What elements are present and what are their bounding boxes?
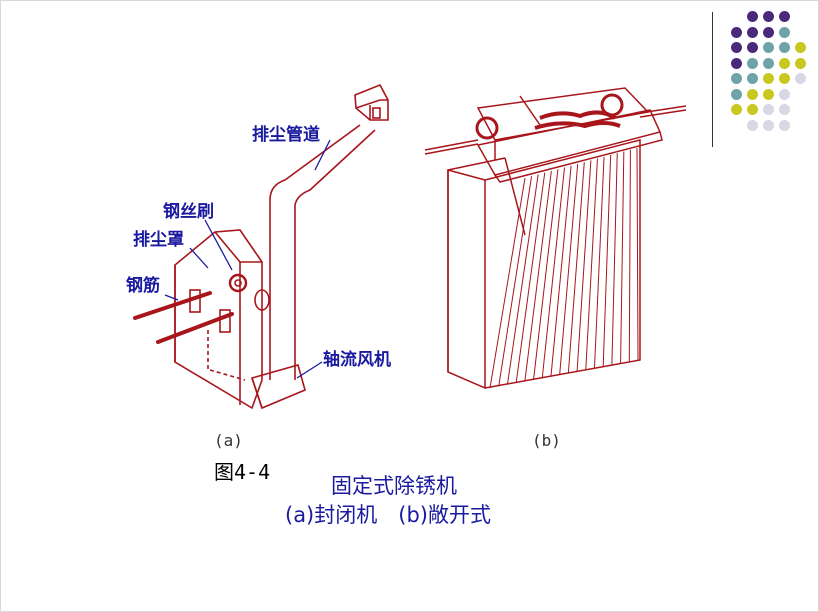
divider-line bbox=[712, 12, 713, 147]
decorative-dot bbox=[731, 104, 742, 115]
decorative-dot bbox=[795, 42, 806, 53]
decorative-dot bbox=[779, 42, 790, 53]
decorative-dot bbox=[763, 11, 774, 22]
fin-line bbox=[541, 167, 566, 379]
figure-number: 图4-4 bbox=[214, 460, 271, 484]
fin-line bbox=[611, 153, 618, 365]
fin-line bbox=[628, 149, 631, 362]
dust-hood-label: 排尘罩 bbox=[133, 230, 184, 250]
fin-line bbox=[602, 155, 612, 367]
decorative-dot bbox=[747, 104, 758, 115]
decorative-dot bbox=[763, 57, 774, 69]
decorative-dot bbox=[747, 57, 758, 69]
decorative-dot bbox=[731, 26, 742, 38]
subfigure-a-label: (a) bbox=[214, 431, 243, 450]
decorative-dot bbox=[747, 42, 758, 53]
decorative-dot bbox=[795, 57, 806, 69]
fin-line bbox=[620, 151, 625, 364]
fin-line bbox=[585, 158, 598, 370]
fin-line bbox=[489, 177, 526, 389]
decorative-dot bbox=[763, 119, 774, 131]
decorative-dot bbox=[731, 42, 742, 53]
decorative-dot bbox=[747, 119, 758, 131]
decorative-dot bbox=[731, 88, 742, 100]
decorative-dot bbox=[779, 104, 790, 115]
decorative-dot bbox=[779, 26, 790, 38]
fin-line bbox=[559, 163, 579, 375]
fin-line bbox=[636, 147, 639, 361]
fin-line bbox=[515, 172, 546, 384]
decorative-dot bbox=[763, 104, 774, 115]
decorative-dot bbox=[747, 73, 758, 84]
decorative-dot bbox=[747, 11, 758, 22]
subfigure-b-label: (b) bbox=[532, 431, 561, 450]
decorative-dot bbox=[779, 57, 790, 69]
fin-line bbox=[576, 160, 592, 372]
decorative-dot bbox=[763, 26, 774, 38]
decorative-dot bbox=[779, 88, 790, 100]
decorative-dot bbox=[763, 42, 774, 53]
decorative-dot bbox=[731, 73, 742, 84]
caption-subtitle: (a)封闭机 (b)敞开式 bbox=[285, 503, 491, 527]
wire-brush-label: 钢丝刷 bbox=[163, 202, 214, 222]
decorative-dot bbox=[779, 119, 790, 131]
fin-line bbox=[524, 170, 552, 382]
exhaust-pipe-label: 排尘管道 bbox=[252, 125, 320, 145]
decorative-dot bbox=[795, 73, 806, 84]
fin-line bbox=[533, 169, 559, 380]
fin-line bbox=[506, 174, 539, 385]
caption-title: 固定式除锈机 bbox=[331, 474, 457, 498]
decorative-dot bbox=[763, 73, 774, 84]
decorative-dot bbox=[731, 57, 742, 69]
fin-line bbox=[567, 162, 585, 374]
decorative-dot bbox=[747, 88, 758, 100]
decorative-dot bbox=[747, 26, 758, 38]
decorative-dot bbox=[779, 73, 790, 84]
fin-line bbox=[550, 165, 572, 377]
axial-fan-label: 轴流风机 bbox=[323, 350, 391, 370]
fin-line bbox=[498, 176, 533, 387]
decorative-dot bbox=[779, 11, 790, 22]
fin-line bbox=[593, 156, 605, 369]
decorative-dot bbox=[763, 88, 774, 100]
rebar-label: 钢筋 bbox=[126, 276, 160, 296]
